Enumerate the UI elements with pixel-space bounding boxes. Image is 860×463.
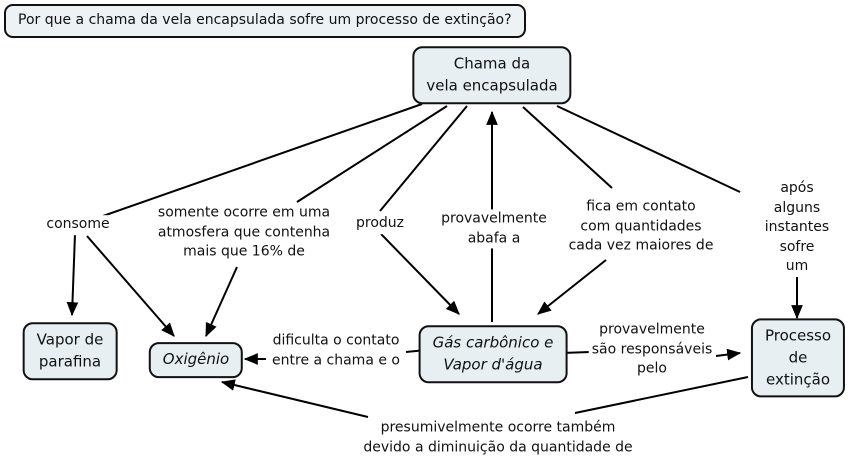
- node-processo-extincao: Processo de extinção: [750, 318, 846, 398]
- edge-chama-produz: [379, 105, 468, 212]
- link-label-abafa: provavelmente abafa a: [438, 209, 550, 249]
- edge-chama-somente: [296, 105, 448, 203]
- edge-chama-fica: [522, 106, 613, 189]
- arrow-consome-oxigenio: [86, 235, 175, 337]
- node-chama-da-vela: Chama da vela encapsulada: [412, 46, 572, 104]
- edge-chama-apos: [556, 105, 741, 193]
- edge-chama-consome: [102, 103, 423, 217]
- link-label-somente-ocorre: somente ocorre em uma atmosfera que cont…: [154, 203, 334, 263]
- node-vapor-de-parafina: Vapor de parafina: [22, 322, 118, 380]
- arrow-somente-oxigenio: [205, 266, 238, 338]
- node-oxigenio: Oxigênio: [148, 342, 244, 378]
- edge-processo-presumivelmente: [574, 376, 749, 414]
- arrow-responsaveis-processo: [715, 348, 742, 361]
- arrow-consome-vapor: [66, 233, 79, 317]
- focus-question: Por que a chama da vela encapsulada sofr…: [4, 4, 526, 38]
- link-label-produz: produz: [352, 214, 408, 234]
- node-gas-carbonico: Gás carbônico e Vapor d'água: [418, 325, 568, 383]
- arrow-presumivelmente-oxigenio: [220, 379, 369, 418]
- link-label-fica-em-contato: fica em contato com quantidades cada vez…: [565, 197, 717, 257]
- link-label-responsaveis: provavelmente são responsáveis pelo: [588, 320, 716, 380]
- link-label-consome: consome: [43, 215, 113, 235]
- link-label-apos-alguns: após alguns instantes sofre um: [761, 179, 833, 277]
- arrow-produz-gas: [380, 233, 460, 315]
- link-label-presumivelmente: presumivelmente ocorre também devido a d…: [360, 418, 636, 458]
- arrow-fica-gas: [537, 259, 607, 315]
- link-label-dificulta: dificulta o contato entre a chama e o: [269, 331, 403, 371]
